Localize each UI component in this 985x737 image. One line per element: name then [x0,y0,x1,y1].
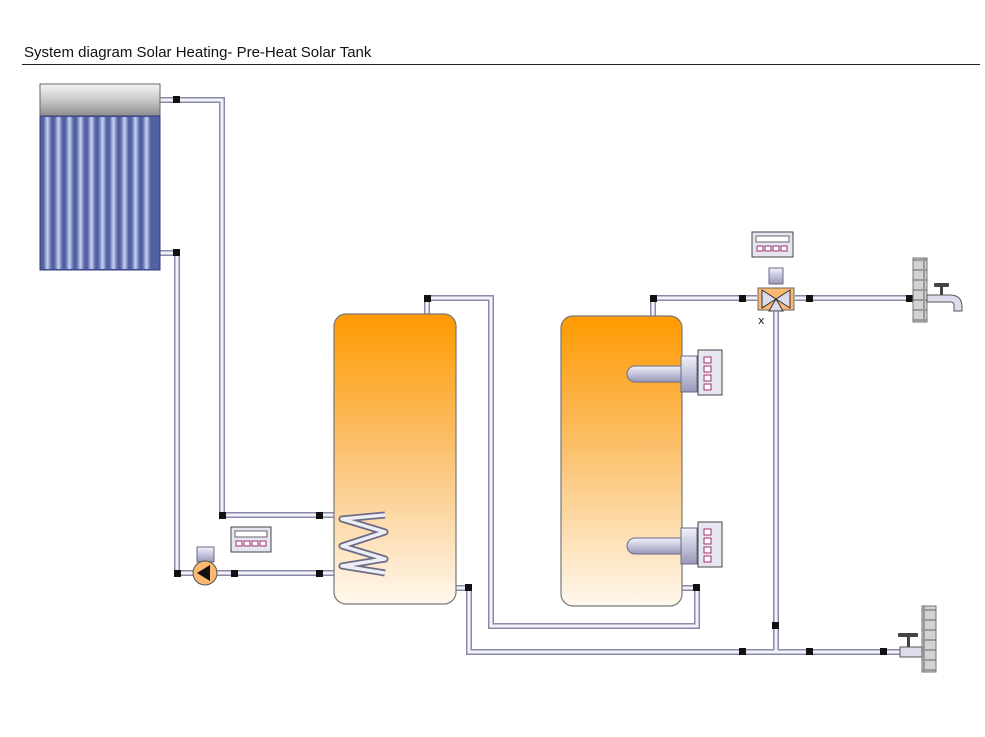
circulation-pump [192,546,218,586]
immersion-heater-upper [626,349,723,396]
title-underline [22,64,980,65]
heat-exchanger-coil [338,511,389,577]
pipe-network [160,97,940,655]
preheat-solar-tank [333,313,457,605]
mixing-valve: x [757,267,795,327]
solar-controller [230,526,272,553]
main-hot-water-tank [560,315,683,607]
diagram-title: System diagram Solar Heating- Pre-Heat S… [24,44,372,61]
cold-water-inlet-valve [898,605,937,673]
immersion-heater-lower [626,521,723,568]
svg-text:x: x [758,314,765,327]
pipe-joints [173,96,913,655]
mixing-valve-controller [751,231,794,258]
hot-water-tap [912,257,963,323]
solar-collector [39,83,161,271]
